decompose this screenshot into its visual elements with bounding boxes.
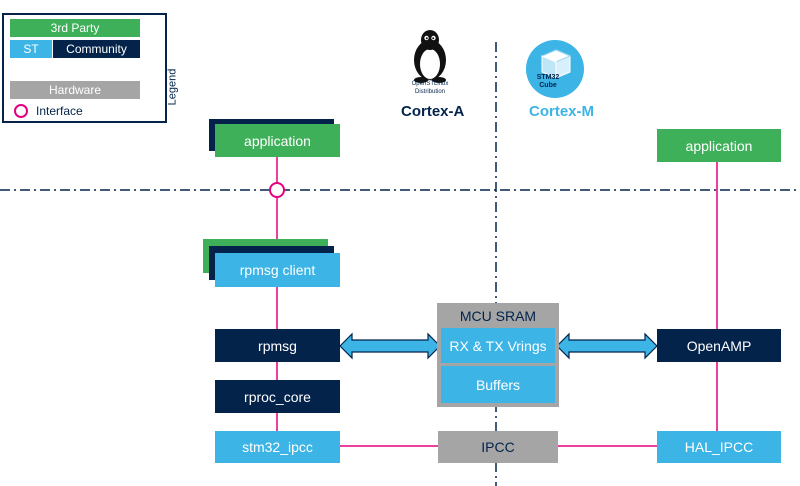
application-right-box: application	[657, 129, 781, 162]
vrings-openamp-arrow	[556, 332, 658, 360]
stm32cube-logo-text: STM32 Cube	[536, 74, 560, 89]
hal-ipcc-box: HAL_IPCC	[657, 431, 781, 463]
rpmsg-client-box: rpmsg client	[215, 253, 340, 287]
rproc-core-box: rproc_core	[215, 380, 340, 413]
ipcc-box: IPCC	[438, 431, 558, 463]
stm32-ipcc-box: stm32_ipcc	[215, 431, 340, 463]
legend-interface-icon	[14, 104, 28, 118]
openstlinux-logo-line2: Distribution	[414, 89, 445, 95]
cortex-m-label: Cortex-M	[529, 103, 595, 120]
legend-third-party: 3rd Party	[10, 19, 140, 37]
openstlinux-logo-line1: OpenSTLinux	[411, 81, 449, 87]
openamp-box: OpenAMP	[657, 329, 781, 362]
vrings-box: RX & TX Vrings	[441, 328, 555, 363]
legend-title: Legend	[166, 68, 179, 106]
mcu-sram-container: MCU SRAM RX & TX Vrings Buffers	[437, 303, 559, 407]
legend-interface-label: Interface	[36, 104, 83, 118]
legend: 3rd Party ST Community Hardware Interfac…	[2, 13, 178, 123]
buffers-box: Buffers	[441, 366, 555, 403]
stm32cube-logo-icon: STM32 Cube	[526, 40, 584, 98]
rpmsg-vrings-arrow	[339, 332, 441, 360]
mcu-sram-title: MCU SRAM	[459, 308, 537, 324]
legend-community: Community	[53, 40, 140, 58]
legend-hardware: Hardware	[10, 81, 140, 99]
legend-st: ST	[10, 40, 52, 58]
interface-circle	[269, 182, 285, 198]
application-left-box: application	[215, 124, 340, 157]
linux-penguin-icon	[414, 30, 446, 83]
rpmsg-box: rpmsg	[215, 329, 340, 362]
cortex-a-label: Cortex-A	[401, 103, 465, 120]
